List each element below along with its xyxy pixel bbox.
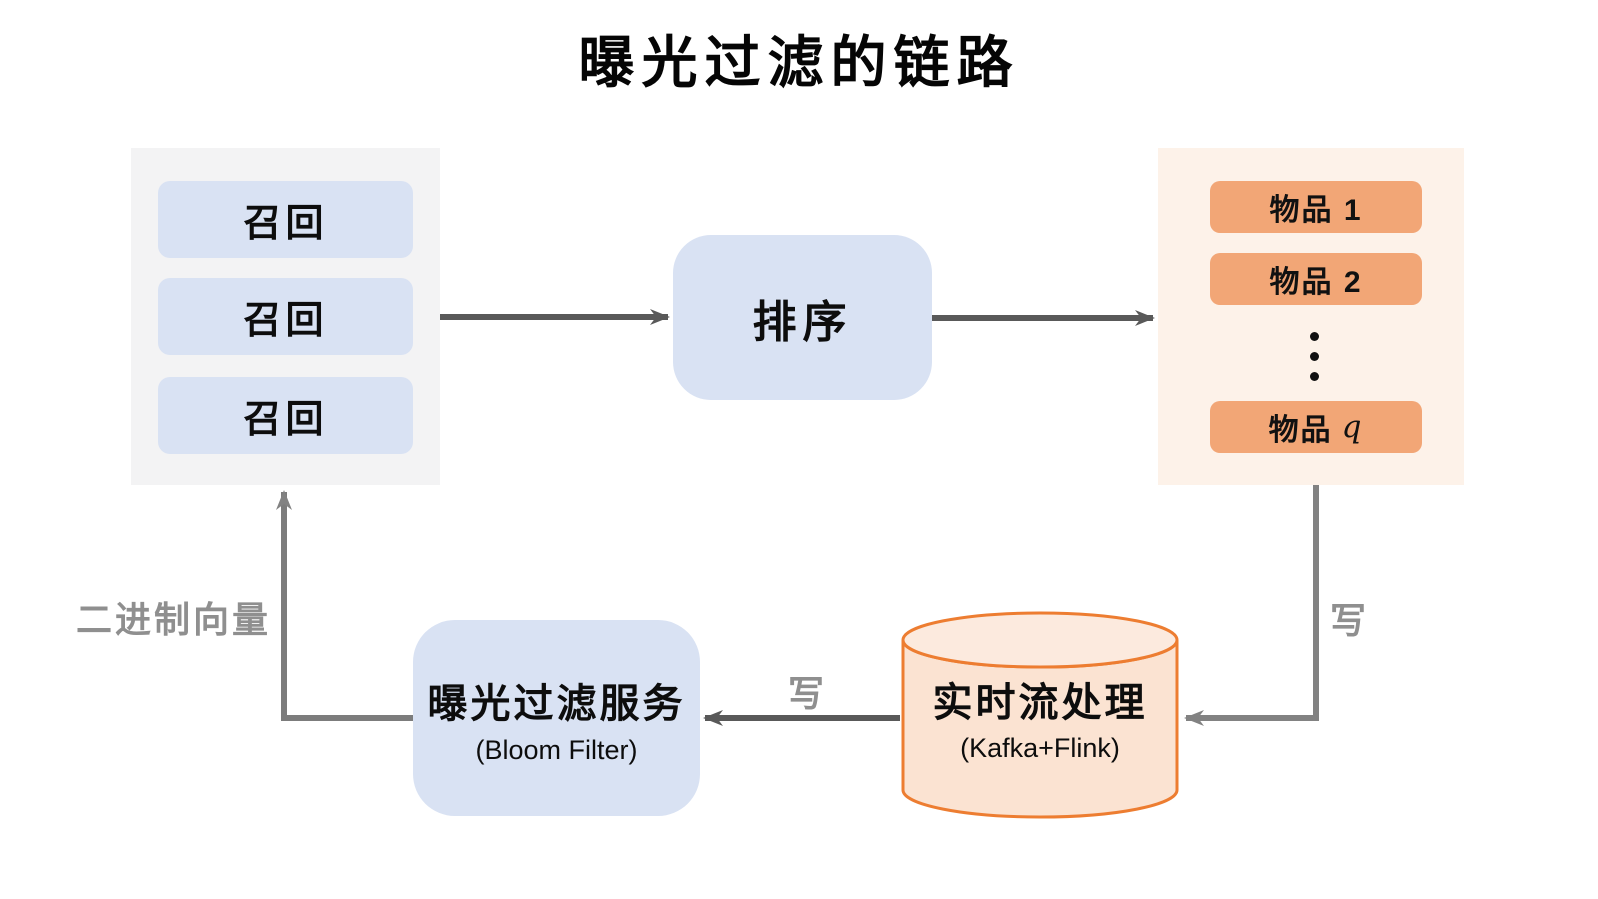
bloom-filter-title: 曝光过滤服务 <box>427 681 686 726</box>
item-box-1-label: 物品 1 <box>1269 194 1363 227</box>
vertical-ellipsis-icon <box>1310 332 1319 381</box>
recall-box-2-label: 召回 <box>243 300 328 342</box>
recall-box-3-label: 召回 <box>243 399 328 441</box>
items-panel: 物品 1 物品 2 物品 q <box>1158 148 1464 485</box>
diagram-title: 曝光过滤的链路 <box>578 31 1020 94</box>
item-box-2: 物品 2 <box>1210 253 1422 305</box>
arrow-bloom-to-recall <box>276 490 413 721</box>
stream-db-subtitle: (Kafka+Flink) <box>960 733 1120 763</box>
item-box-q: 物品 q <box>1210 401 1422 453</box>
write-edge-label-items-to-stream: 写 <box>1330 600 1370 641</box>
rank-box: 排序 <box>673 235 932 400</box>
recall-box-2: 召回 <box>158 278 413 355</box>
bloom-filter-box: 曝光过滤服务 (Bloom Filter) <box>413 620 700 816</box>
item-box-2-label: 物品 2 <box>1269 266 1363 299</box>
item-box-q-label: 物品 <box>1268 414 1333 447</box>
item-box-q-variable: q <box>1341 409 1364 445</box>
arrow-items-to-stream <box>1184 485 1319 726</box>
write-edge-label-stream-to-bloom: 写 <box>788 673 828 714</box>
binary-vector-edge-label: 二进制向量 <box>76 599 272 640</box>
stream-db-cylinder: 实时流处理 (Kafka+Flink) <box>898 608 1182 822</box>
stream-db-text: 实时流处理 (Kafka+Flink) <box>898 670 1182 764</box>
cylinder-shape-icon <box>901 611 1179 819</box>
stream-db-title: 实时流处理 <box>932 681 1148 725</box>
recall-box-1-label: 召回 <box>243 203 328 245</box>
bloom-filter-subtitle: (Bloom Filter) <box>475 734 638 765</box>
item-box-1: 物品 1 <box>1210 181 1422 233</box>
recall-box-3: 召回 <box>158 377 413 454</box>
recall-box-1: 召回 <box>158 181 413 258</box>
rank-box-label: 排序 <box>752 297 853 347</box>
recall-panel: 召回 召回 召回 <box>131 148 440 485</box>
